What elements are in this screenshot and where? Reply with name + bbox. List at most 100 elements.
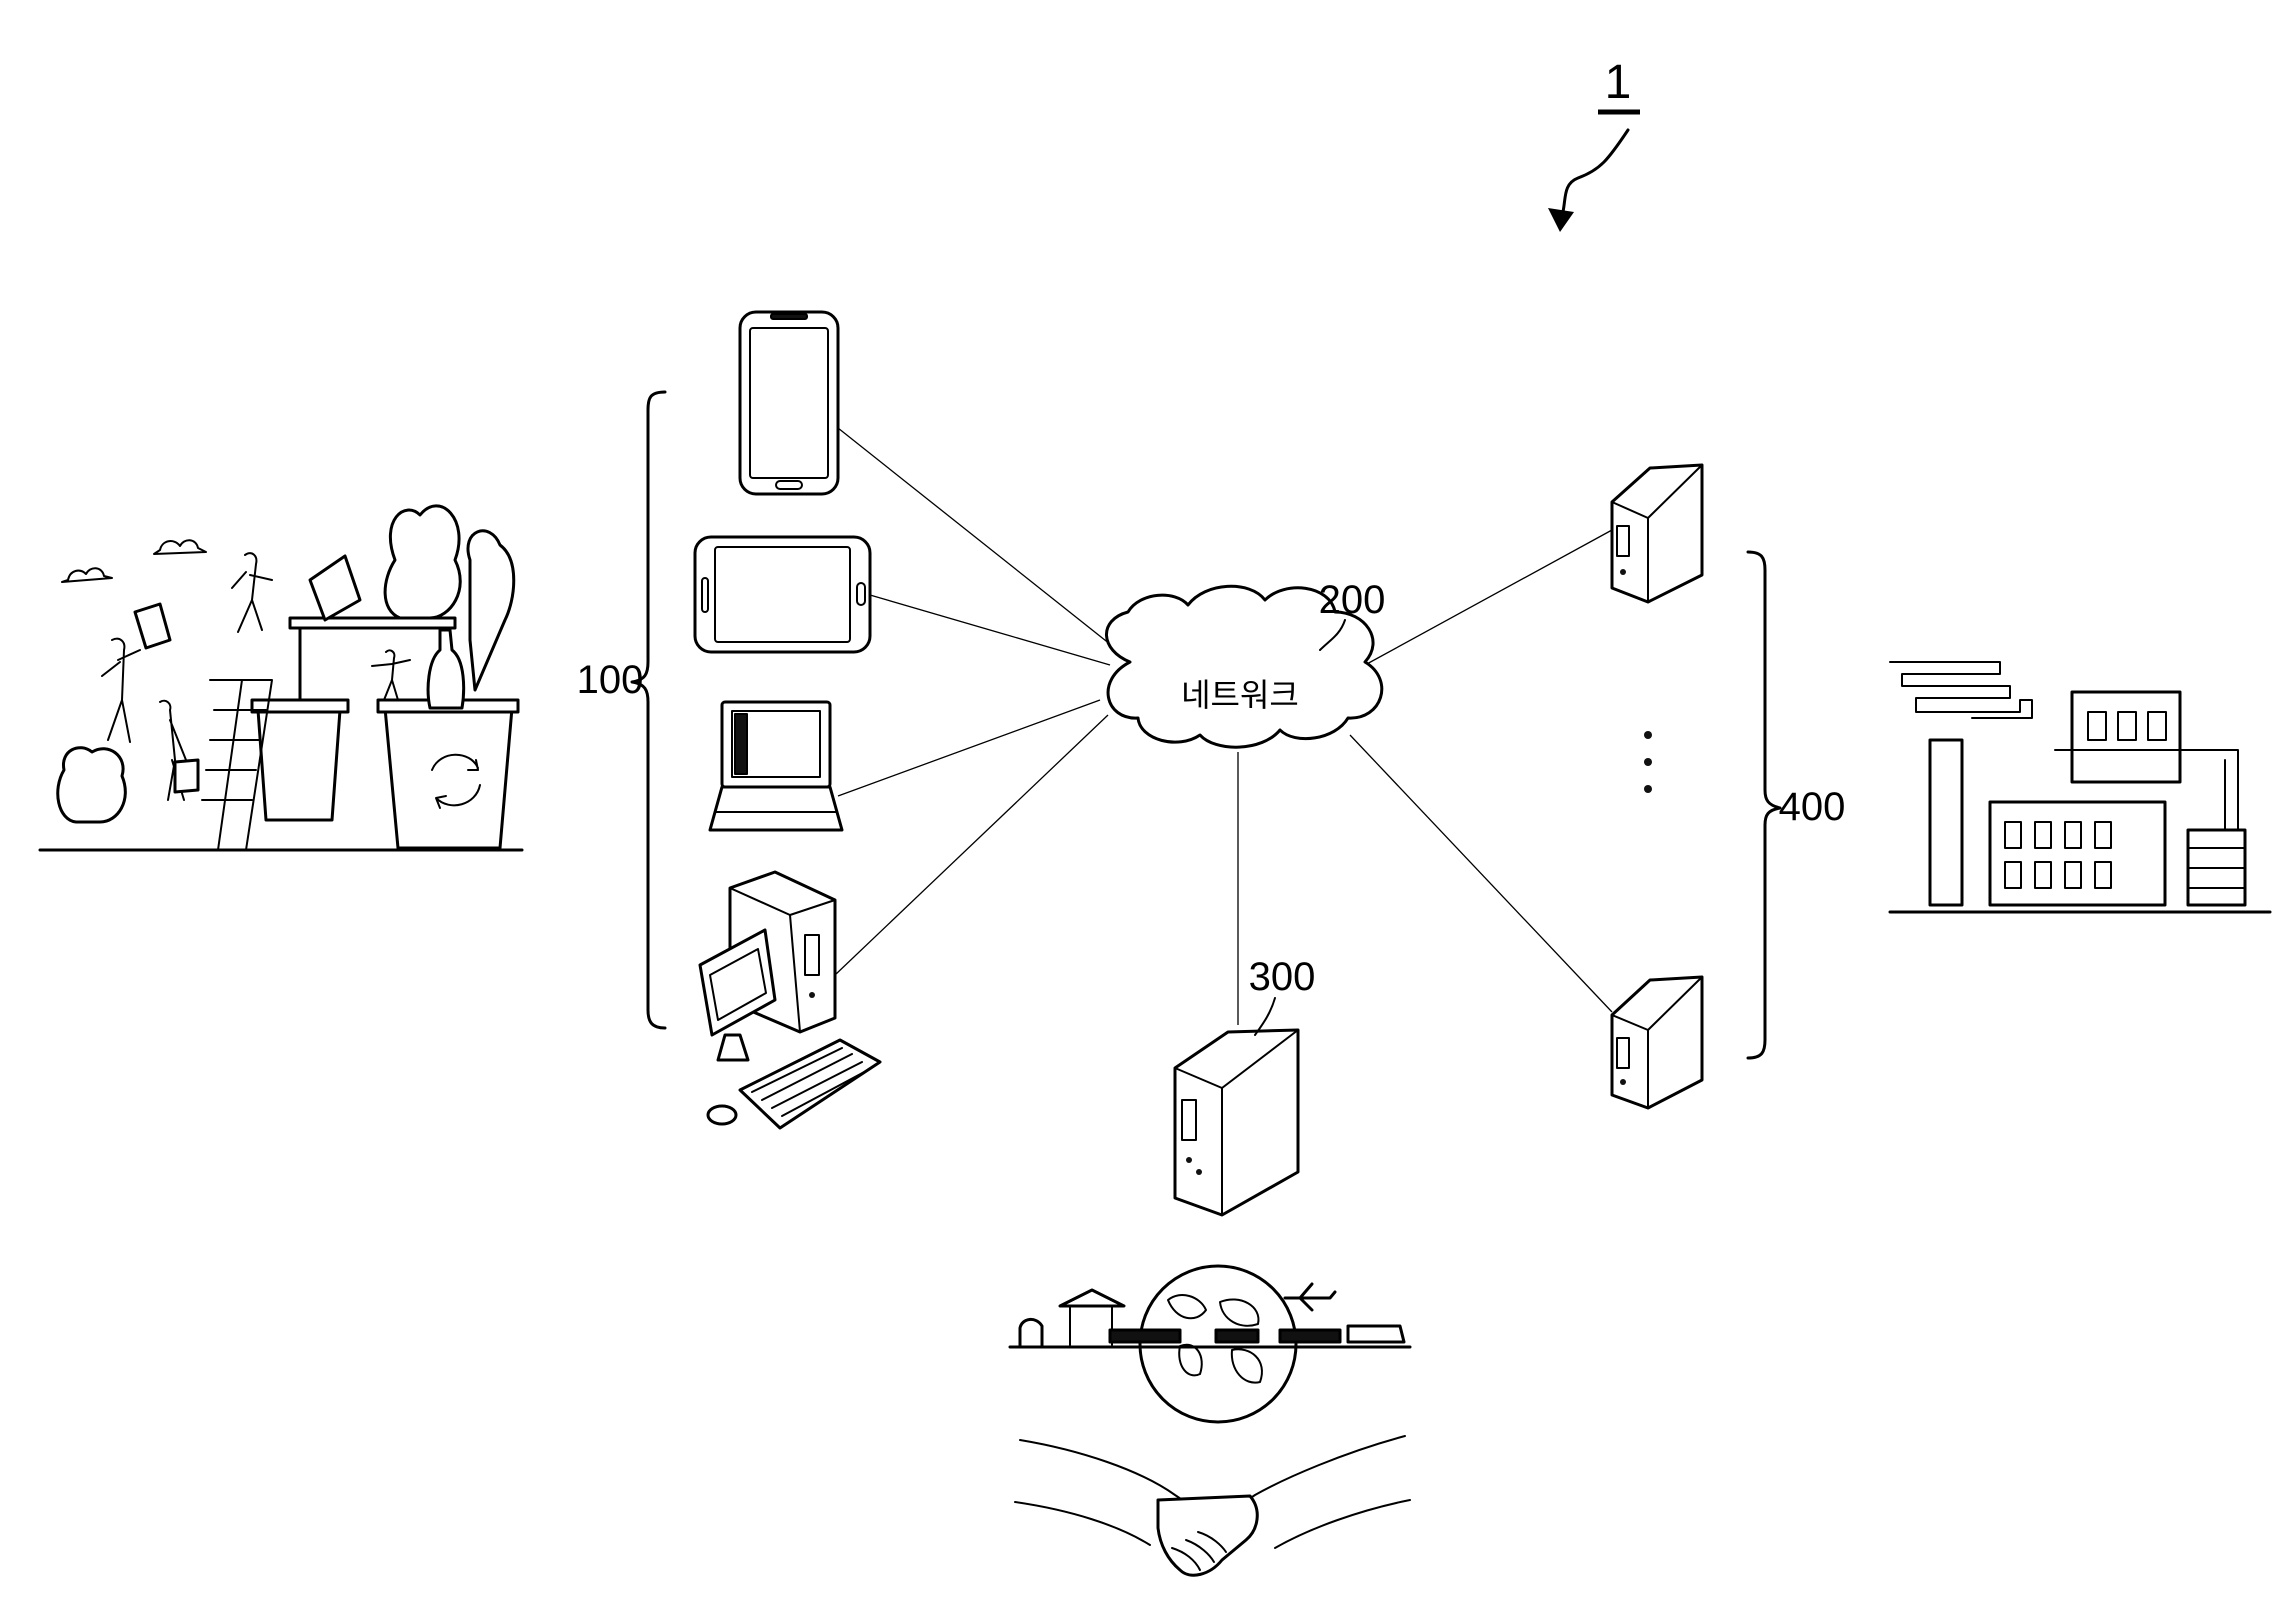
dot-3 xyxy=(1644,785,1652,793)
plant-leaf-1 xyxy=(383,504,462,620)
port-building xyxy=(1018,1318,1044,1349)
laptop-base xyxy=(708,785,844,832)
factory-smoke xyxy=(1889,661,2033,719)
handshake-fingers xyxy=(1171,1531,1227,1571)
recycle-bin-right xyxy=(383,706,514,850)
recycle-bin-left xyxy=(256,708,342,822)
airplane xyxy=(1283,1282,1337,1312)
factory-main-building xyxy=(1988,800,2167,907)
pc-keyboard xyxy=(738,1038,882,1130)
link-laptop-network xyxy=(837,699,1101,797)
phone-body xyxy=(738,310,840,496)
company-server-bottom-icon xyxy=(1610,975,1704,1110)
server-bottom-bay xyxy=(1616,1037,1630,1069)
recycling-scene-illustration xyxy=(38,504,524,852)
bracket-100 xyxy=(630,390,667,1030)
link-desktop-network xyxy=(834,714,1109,976)
factory-window-3 xyxy=(2064,821,2082,849)
factory-window-7 xyxy=(2064,861,2082,889)
dot-1 xyxy=(1644,731,1652,739)
company-server-top-icon xyxy=(1610,463,1704,604)
tablet-body xyxy=(693,535,872,654)
server-300-body xyxy=(1173,1028,1300,1217)
factory-tower xyxy=(2070,690,2182,784)
garbage-bags xyxy=(56,746,127,824)
carried-item xyxy=(133,602,172,650)
factory-tower-window-1 xyxy=(2087,711,2107,741)
phone-screen xyxy=(749,327,829,479)
server-bottom-body xyxy=(1610,975,1704,1110)
network-ref-leader xyxy=(1319,619,1346,651)
system-ref-arrowhead xyxy=(1548,208,1574,232)
server-top-bay xyxy=(1616,525,1630,557)
plant-leaf-2 xyxy=(466,529,516,692)
factory-window-1 xyxy=(2004,821,2022,849)
pc-keyboard-rows xyxy=(751,1047,869,1117)
train-engine xyxy=(1346,1324,1406,1344)
user-terminals-ref-label: 100 xyxy=(577,658,644,702)
pc-monitor-stand xyxy=(716,1033,750,1062)
globe-continents xyxy=(1167,1294,1263,1384)
server-bottom-led xyxy=(1620,1079,1626,1085)
global-trade-illustration xyxy=(1008,1264,1412,1577)
system-ref-arrow-line xyxy=(1558,128,1630,222)
handshake-arm-left-bottom xyxy=(1014,1501,1151,1546)
tablet-screen xyxy=(714,546,851,643)
cloud-small-2 xyxy=(153,539,207,555)
tablet-speaker xyxy=(701,577,709,613)
platform-server-ref-leader xyxy=(1254,997,1276,1036)
system-ref-label: 1 xyxy=(1605,56,1632,109)
box-on-shelf xyxy=(308,554,362,622)
handshake-arm-right-bottom xyxy=(1274,1499,1411,1549)
cloud-small-1 xyxy=(61,567,113,583)
factory-tower-window-3 xyxy=(2147,711,2167,741)
ellipsis-dots xyxy=(1644,731,1652,793)
port-crane-legs xyxy=(1069,1305,1113,1346)
network-cloud: 네트워크 200 xyxy=(1105,578,1386,749)
truck xyxy=(1214,1328,1260,1344)
laptop-icon xyxy=(708,700,844,832)
cloud-shape xyxy=(1105,584,1384,749)
cargo-ship xyxy=(1108,1328,1182,1344)
recycle-arrow-1 xyxy=(431,753,479,771)
pc-monitor-screen xyxy=(709,948,767,1021)
port-crane-roof xyxy=(1058,1288,1126,1308)
factory-window-4 xyxy=(2094,821,2112,849)
server-top-led xyxy=(1620,569,1626,575)
factory-illustration xyxy=(1888,661,2272,914)
factory-window-8 xyxy=(2094,861,2112,889)
recycle-arrow-2 xyxy=(435,784,481,809)
pc-drive-bay xyxy=(804,934,820,976)
pc-mouse xyxy=(706,1104,738,1126)
phone-home-button xyxy=(775,480,803,490)
phone-speaker xyxy=(770,313,808,320)
person-carrying xyxy=(101,637,141,743)
laptop-window-sidebar xyxy=(734,713,748,775)
bracket-400 xyxy=(1746,550,1782,1060)
platform-server-icon: 300 xyxy=(1173,955,1316,1217)
handshake-arm-left-top xyxy=(1019,1439,1206,1516)
tablet-icon xyxy=(693,535,872,654)
link-network-company-server-top xyxy=(1364,529,1613,666)
pc-button xyxy=(809,992,815,998)
network-ref-label: 200 xyxy=(1319,578,1386,622)
link-tablet-network xyxy=(869,594,1111,666)
platform-server-ref-label: 300 xyxy=(1249,955,1316,999)
user-terminals-bracket: 100 xyxy=(577,390,667,1030)
pc-monitor xyxy=(698,928,777,1037)
tablet-home-button xyxy=(856,582,866,606)
network-label: 네트워크 xyxy=(1181,676,1299,714)
ladder xyxy=(201,679,273,851)
recycling-shelf xyxy=(288,616,457,630)
bottle xyxy=(426,628,466,710)
link-phone-network xyxy=(837,427,1131,661)
connection-lines xyxy=(834,427,1613,1025)
factory-window-5 xyxy=(2004,861,2022,889)
factory-tank-bands xyxy=(2187,847,2246,889)
person-on-shelf xyxy=(371,649,411,701)
desktop-pc-icon xyxy=(698,870,882,1130)
factory-tower-window-2 xyxy=(2117,711,2137,741)
globe xyxy=(1138,1264,1298,1424)
smartphone-icon xyxy=(738,310,840,496)
server-300-led-1 xyxy=(1186,1157,1192,1163)
